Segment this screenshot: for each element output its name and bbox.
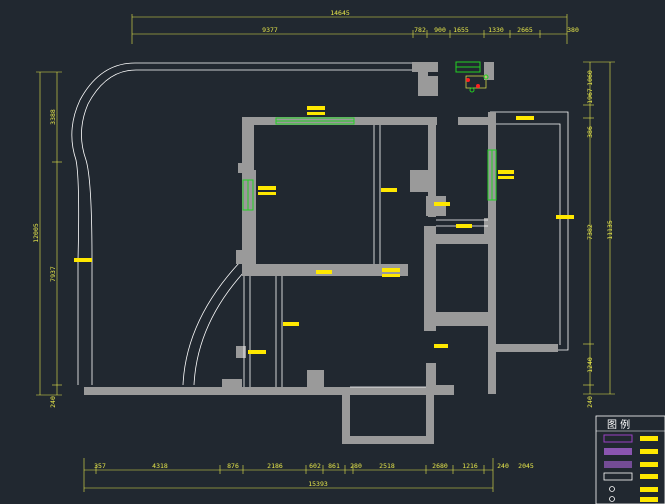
lamp-icon [609, 496, 615, 502]
legend-panel: 图 例 [595, 415, 665, 504]
dimension-labels: 14645 9377 782 900 1655 1330 2665 380 15… [32, 9, 614, 488]
dim-top-7: 380 [567, 26, 579, 34]
dim-top-5: 1330 [488, 26, 504, 34]
dim-bottom-3: 876 [227, 462, 239, 470]
legend-swatch-hatch-2 [604, 461, 632, 468]
room-labels [74, 106, 574, 354]
dim-top-1: 9377 [262, 26, 278, 34]
legend-swatch-empty [603, 472, 633, 481]
dim-right-1: 1060 [586, 70, 594, 86]
dim-left-total: 12005 [32, 223, 40, 243]
dim-bottom-12: 2045 [518, 462, 534, 470]
dim-top-total: 14645 [330, 9, 350, 17]
dim-bottom-total: 15393 [308, 480, 328, 488]
windows [242, 61, 497, 211]
socket-icon [609, 486, 615, 492]
dim-right-3: 386 [586, 126, 594, 138]
dim-bottom-2: 4318 [152, 462, 168, 470]
dim-left-1: 3388 [49, 109, 57, 125]
legend-title: 图 例 [607, 418, 630, 431]
compass-marker [465, 74, 489, 93]
dim-right-total: 11135 [606, 220, 614, 240]
dim-right-2: 1967 [586, 88, 594, 104]
dim-top-4: 1655 [453, 26, 469, 34]
dim-bottom-4: 2186 [267, 462, 283, 470]
dim-bottom-10: 1216 [462, 462, 478, 470]
dim-bottom-11: 240 [497, 462, 509, 470]
partition-lines [243, 125, 488, 388]
dim-right-6: 240 [586, 396, 594, 408]
dim-bottom-5: 602 [309, 462, 321, 470]
dim-top-6: 2665 [517, 26, 533, 34]
legend-swatch-hatch [604, 448, 632, 455]
dim-right-4: 7382 [586, 224, 594, 240]
dimension-lines [36, 14, 615, 492]
dim-bottom-1: 357 [94, 462, 106, 470]
dim-left-2: 7937 [49, 266, 57, 282]
legend-swatch-outline [603, 434, 633, 443]
balcony-outline [71, 62, 412, 386]
dim-left-3: 240 [49, 396, 57, 408]
dim-bottom-9: 2680 [432, 462, 448, 470]
dim-bottom-7: 280 [350, 462, 362, 470]
dim-top-2: 782 [414, 26, 426, 34]
dim-top-3: 900 [434, 26, 446, 34]
dim-bottom-6: 861 [328, 462, 340, 470]
dim-bottom-8: 2518 [379, 462, 395, 470]
dim-right-5: 1240 [586, 357, 594, 373]
right-balcony-outline [490, 111, 569, 351]
